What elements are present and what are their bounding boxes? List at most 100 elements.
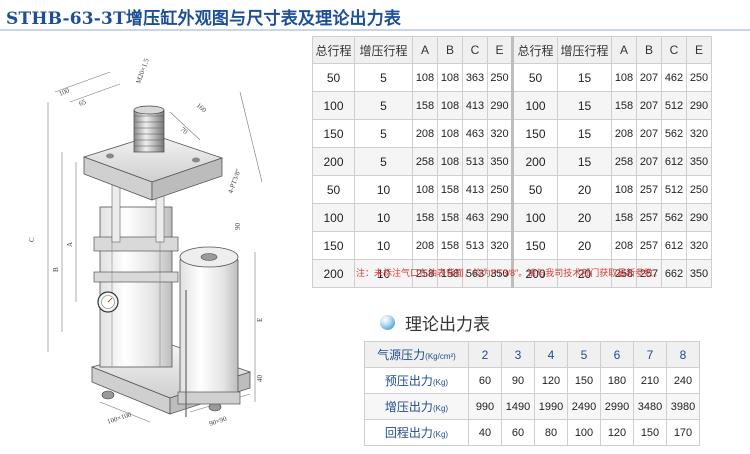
table-cell: 100: [511, 203, 558, 232]
table-cell: 108: [437, 147, 463, 176]
force-value: 3480: [633, 393, 667, 420]
table-cell: 15: [557, 119, 612, 148]
pressure-value: 7: [633, 341, 667, 368]
force-value: 2490: [567, 393, 601, 420]
table-cell: 158: [611, 91, 637, 120]
table-cell: 150: [312, 119, 355, 148]
table-cell: 158: [412, 203, 438, 232]
table-cell: 320: [686, 231, 712, 260]
base-dim-1: 100×100: [106, 410, 133, 425]
table-cell: 158: [412, 91, 438, 120]
table-cell: 463: [462, 203, 488, 232]
thread-label: M20×1.5: [134, 57, 151, 85]
spec-header-row: 总行程 增压行程 A B C E 总行程 增压行程 A B C E: [312, 36, 712, 64]
dim-90-label: 90: [234, 223, 242, 231]
pressure-value: 6: [600, 341, 634, 368]
table-cell: 10: [354, 259, 413, 288]
table-cell: 20: [557, 203, 612, 232]
table-cell: 10: [354, 175, 413, 204]
table-cell: 290: [487, 91, 513, 120]
force-value: 90: [501, 367, 535, 394]
force-value: 60: [501, 419, 535, 446]
col-header: B: [437, 36, 463, 64]
force-value: 2990: [600, 393, 634, 420]
table-cell: 108: [412, 175, 438, 204]
col-header: E: [686, 36, 712, 64]
force-value: 150: [567, 367, 601, 394]
page-title: STHB-63-3T增压缸外观图与尺寸表及理论出力表: [6, 9, 402, 29]
table-cell: 15: [557, 147, 612, 176]
table-cell: 320: [487, 231, 513, 260]
table-cell: 50: [312, 175, 355, 204]
table-cell: 257: [636, 231, 662, 260]
table-cell: 463: [462, 119, 488, 148]
table-cell: 662: [661, 259, 687, 288]
table-cell: 158: [437, 175, 463, 204]
table-cell: 150: [312, 231, 355, 260]
col-header: 总行程: [511, 36, 558, 64]
table-cell: 100: [312, 203, 355, 232]
force-value: 240: [666, 367, 700, 394]
dim-c-label: C: [28, 237, 36, 242]
table-cell: 207: [636, 119, 662, 148]
force-value: 180: [600, 367, 634, 394]
table-cell: 5: [354, 119, 413, 148]
table-cell: 250: [686, 63, 712, 92]
table-cell: 462: [661, 63, 687, 92]
table-cell: 320: [487, 119, 513, 148]
col-header: C: [661, 36, 687, 64]
pressure-value: 4: [534, 341, 568, 368]
dim-a-label: A: [66, 242, 74, 247]
table-cell: 512: [661, 91, 687, 120]
dimension-labels: 100 65 M20×1.5 160 70 4-PT3/8″ C B A E 2…: [28, 57, 264, 428]
table-cell: 513: [462, 231, 488, 260]
pressure-value: 8: [666, 341, 700, 368]
table-cell: 20: [557, 231, 612, 260]
table-cell: 207: [636, 63, 662, 92]
dim-e-label: E: [256, 318, 264, 322]
dim-160-label: 160: [195, 101, 209, 114]
main-cylinder: [93, 206, 179, 368]
pressure-value: 5: [567, 341, 601, 368]
table-cell: 108: [611, 175, 637, 204]
table-cell: 208: [412, 119, 438, 148]
dim-70-label: 70: [179, 125, 190, 136]
force-value: 60: [468, 367, 502, 394]
table-cell: 208: [611, 231, 637, 260]
table-cell: 15: [557, 63, 612, 92]
table-cell: 290: [487, 203, 513, 232]
table-cell: 100: [312, 91, 355, 120]
table-cell: 50: [511, 63, 558, 92]
table-cell: 207: [636, 91, 662, 120]
row-label-cell: 预压出力(Kg): [364, 367, 469, 394]
table-cell: 562: [661, 203, 687, 232]
table-cell: 108: [611, 63, 637, 92]
table-cell: 5: [354, 147, 413, 176]
table-cell: 562: [661, 119, 687, 148]
table-cell: 200: [312, 259, 355, 288]
dim-mid-label: 65: [78, 98, 88, 108]
table-cell: 5: [354, 91, 413, 120]
table-cell: 257: [636, 175, 662, 204]
dim-b-label: B: [52, 267, 60, 272]
table-cell: 258: [412, 147, 438, 176]
note-text: 注：未标注气口在油表背面，均为PT3/8″。请与我司技术部门获取最新参数。: [356, 268, 663, 278]
table-cell: 200: [511, 147, 558, 176]
table-cell: 290: [686, 91, 712, 120]
force-value: 80: [534, 419, 568, 446]
force-row-boost: 增压出力(Kg) 990 1490 1990 2490 2990 3480 39…: [364, 393, 700, 420]
table-cell: 158: [437, 203, 463, 232]
force-section-heading: 理论出力表: [380, 308, 490, 336]
pressure-label-cell: 气源压力(Kg/cm²): [364, 341, 469, 368]
table-cell: 258: [611, 259, 637, 288]
table-cell: 250: [487, 175, 513, 204]
force-value: 150: [633, 419, 667, 446]
title-divider: [0, 29, 750, 31]
force-value: 210: [633, 367, 667, 394]
pressure-value: 2: [468, 341, 502, 368]
